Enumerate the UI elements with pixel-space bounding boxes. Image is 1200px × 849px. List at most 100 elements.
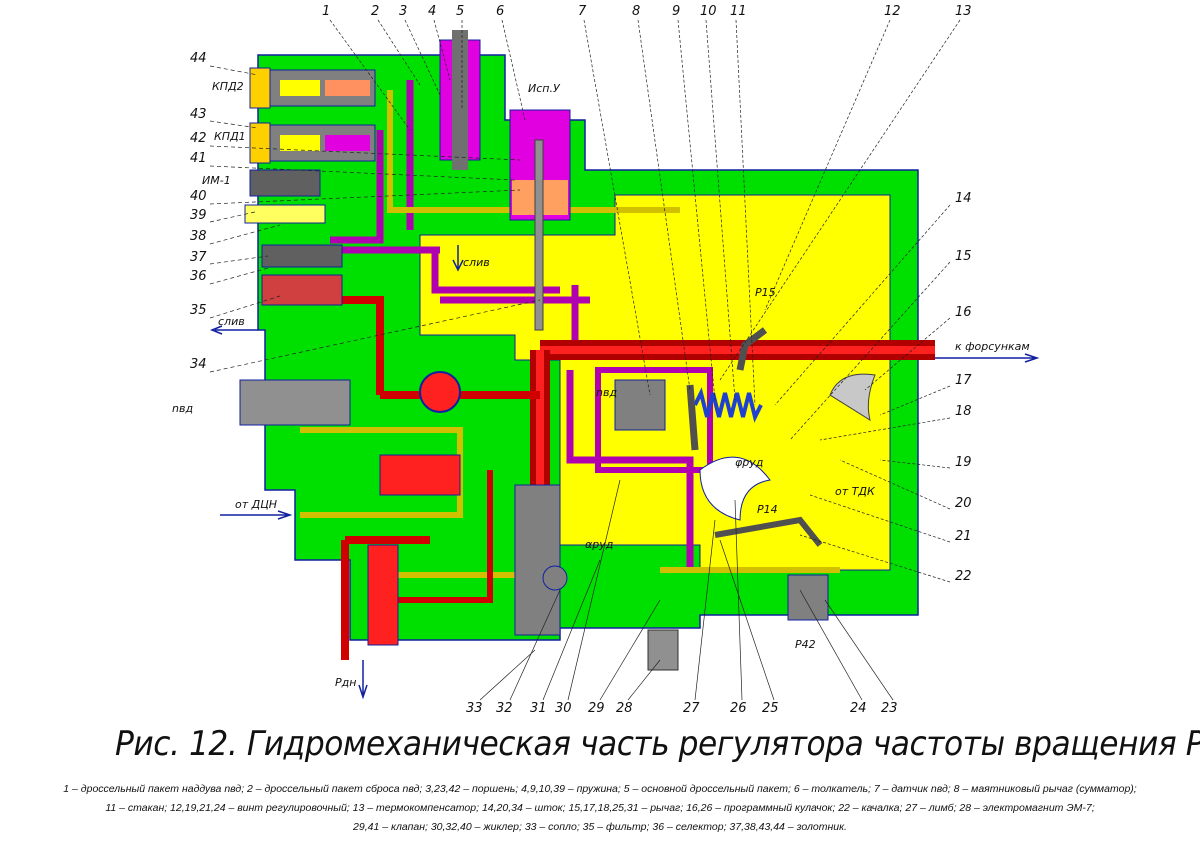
spool-kpd2	[249, 67, 376, 109]
drain-arrow-2	[209, 325, 258, 335]
callout-4: 4	[428, 4, 436, 19]
callout-22: 22	[955, 569, 972, 584]
dcn-arrow	[220, 510, 293, 520]
label-n-vd-right: nвд	[596, 386, 617, 399]
callout-25: 25	[762, 701, 779, 716]
left-callouts: 44 43 42 41 40 39 38 37 36 35 34	[190, 51, 207, 372]
caption-line-3: 29,41 – клапан; 30,32,40 – жиклер; 33 – …	[353, 821, 847, 833]
rud-lever-pivot	[542, 565, 568, 591]
callout-1: 1	[322, 4, 330, 19]
callout-17: 17	[955, 373, 972, 388]
callout-41: 41	[190, 151, 207, 166]
callout-13: 13	[955, 4, 972, 19]
callout-39: 39	[190, 208, 207, 223]
label-from-tdk: от ТДК	[835, 485, 876, 498]
selector-36	[261, 244, 343, 268]
label-kpd2: КПД2	[212, 80, 244, 93]
callout-5: 5	[456, 4, 464, 19]
callout-18: 18	[955, 404, 972, 419]
callout-37: 37	[190, 250, 207, 265]
filter-35	[261, 274, 343, 306]
callout-43: 43	[190, 107, 207, 122]
top-leader-lines	[329, 19, 961, 406]
pdn-arrow	[358, 660, 368, 700]
callout-35: 35	[190, 303, 207, 318]
callout-36: 36	[190, 269, 207, 284]
pump-rotor	[419, 371, 461, 413]
top-callouts: 1 2 3 4 5 6 7 8 9 10 11 12 13	[322, 4, 972, 19]
callout-12: 12	[884, 4, 901, 19]
spring-9-10	[693, 387, 763, 423]
callout-16: 16	[955, 305, 972, 320]
control-channels	[320, 80, 694, 570]
limb-27	[699, 456, 771, 521]
label-alpha-rud: αруд	[585, 538, 613, 551]
injector-arrow	[935, 353, 1040, 363]
callout-19: 19	[955, 455, 972, 470]
label-drain-2: слив	[218, 315, 245, 328]
nvd-sensor-body	[239, 379, 351, 426]
callout-9: 9	[672, 4, 680, 19]
caption-line-1: 1 – дроссельный пакет наддува nвд; 2 – д…	[63, 783, 1137, 795]
program-cam-16	[829, 373, 876, 422]
callout-44: 44	[190, 51, 207, 66]
callout-8: 8	[632, 4, 640, 19]
right-leader-lines	[774, 204, 951, 583]
spring-assembly-39	[244, 204, 326, 224]
callout-31: 31	[530, 701, 547, 716]
callout-2: 2	[371, 4, 379, 19]
callout-33: 33	[466, 701, 483, 716]
figure-title: Рис. 12. Гидромеханическая часть регулят…	[115, 724, 1200, 764]
bottom-callouts: 33 32 31 30 29 28 27 26 25 24 23	[466, 701, 898, 716]
label-p-dn: Pдн	[335, 676, 356, 689]
throttle-stem	[452, 30, 468, 170]
bottom-leader-lines	[479, 479, 894, 701]
callout-28: 28	[616, 701, 633, 716]
drain-arrow-1	[452, 245, 464, 272]
callout-10: 10	[700, 4, 717, 19]
label-phi-rud: φруд	[735, 456, 763, 469]
callout-24: 24	[850, 701, 867, 716]
callout-3: 3	[399, 4, 407, 19]
callout-6: 6	[496, 4, 504, 19]
callout-38: 38	[190, 229, 207, 244]
callout-32: 32	[496, 701, 513, 716]
label-p42: P42	[795, 638, 816, 651]
callout-11: 11	[730, 4, 747, 19]
callout-20: 20	[955, 496, 972, 511]
speed-sensor-7	[614, 379, 666, 431]
callout-40: 40	[190, 189, 207, 204]
label-p14: P14	[757, 503, 778, 516]
pusher-rod	[534, 139, 544, 331]
spool-kpd1	[249, 122, 376, 164]
left-leader-lines	[209, 65, 541, 373]
callout-14: 14	[955, 191, 972, 206]
label-im1: ИМ-1	[202, 174, 231, 187]
callout-30: 30	[555, 701, 572, 716]
callout-21: 21	[955, 529, 972, 544]
callout-34: 34	[190, 357, 207, 372]
callout-7: 7	[578, 4, 587, 19]
label-isp-u: Исп.У	[528, 82, 561, 95]
label-n-vd-left: nвд	[172, 402, 193, 415]
callout-29: 29	[588, 701, 605, 716]
label-p15: P15	[755, 286, 776, 299]
em7-electromagnet	[647, 629, 679, 671]
callout-23: 23	[881, 701, 898, 716]
piston-23	[787, 574, 829, 621]
piston-42	[379, 454, 461, 496]
callout-42: 42	[190, 131, 207, 146]
actuator-im1	[249, 169, 321, 197]
callout-26: 26	[730, 701, 747, 716]
pendulum-lever-8	[686, 327, 768, 451]
callout-27: 27	[683, 701, 700, 716]
rocker-22	[714, 516, 823, 547]
right-callouts: 14 15 16 17 18 19 20 21 22	[955, 191, 972, 584]
label-kpd1: КПД1	[214, 130, 246, 143]
figure-caption: 1 – дроссельный пакет наддува nвд; 2 – д…	[0, 780, 1200, 837]
callout-15: 15	[955, 249, 972, 264]
valve-29-41	[367, 544, 399, 646]
label-to-injectors: к форсункам	[955, 340, 1030, 353]
label-drain-1: слив	[463, 256, 490, 269]
